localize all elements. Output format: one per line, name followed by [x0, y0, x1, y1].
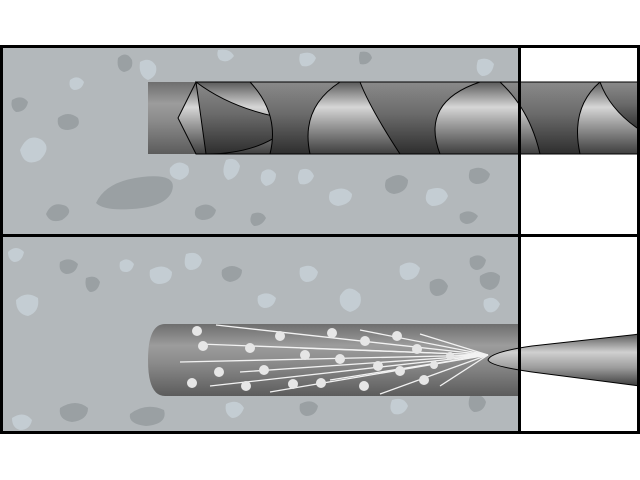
drilling-panel: [2, 47, 640, 234]
frame-lines: [0, 45, 640, 434]
drill-bit: [177, 80, 640, 155]
air-nozzle: [487, 333, 640, 387]
dust-particles: [187, 326, 454, 391]
aggregate-pattern-bottom: [8, 248, 500, 430]
cleaning-panel: [2, 237, 640, 431]
aggregate-pattern-top: [11, 49, 494, 226]
